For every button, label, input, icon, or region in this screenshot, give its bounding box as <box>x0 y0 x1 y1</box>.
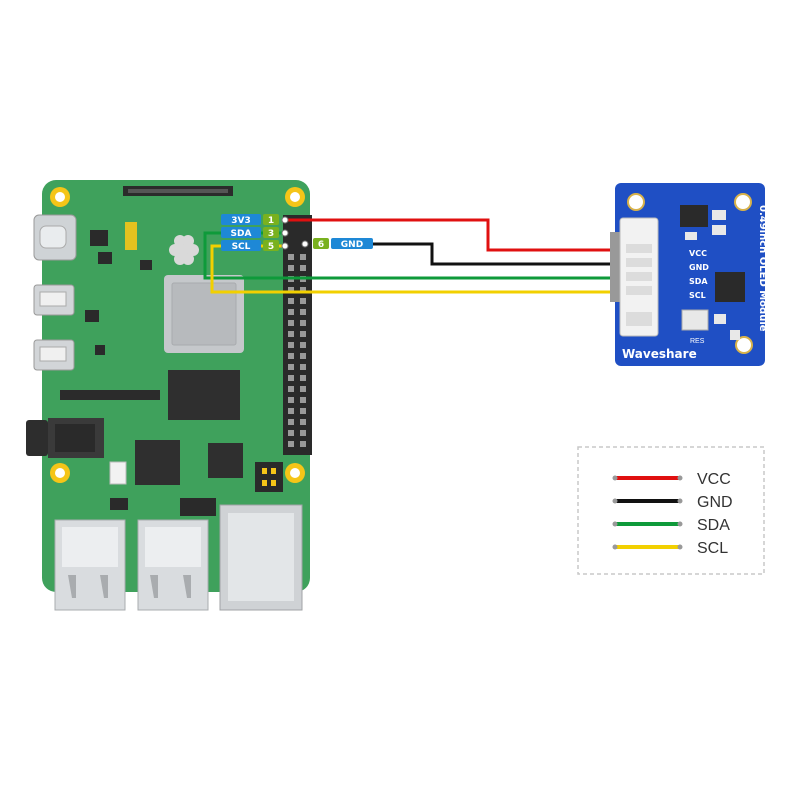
gpio-pin <box>300 441 306 447</box>
svg-text:SCL: SCL <box>232 242 251 252</box>
gpio-pin <box>288 408 294 414</box>
svg-text:SCL: SCL <box>697 540 728 557</box>
svg-text:SDA: SDA <box>231 229 252 239</box>
gpio-header <box>283 215 312 455</box>
gpio-pin <box>288 265 294 271</box>
svg-text:1: 1 <box>268 216 274 226</box>
gpio-pin <box>300 397 306 403</box>
wire-vcc <box>287 218 610 252</box>
pin-labels: 3V3 1 SDA 3 SCL 5 6 GND <box>221 214 373 252</box>
svg-text:5: 5 <box>268 242 274 252</box>
gpio-pin <box>288 342 294 348</box>
legend-item-sda: SDA <box>612 517 730 534</box>
gpio-pin <box>288 397 294 403</box>
svg-text:SDA: SDA <box>697 517 730 534</box>
soc-chip <box>164 275 244 353</box>
gpio-pin <box>288 353 294 359</box>
pin-label-3v3: 3V3 1 <box>221 214 289 226</box>
mounting-holes <box>50 187 305 483</box>
usb-port-2 <box>137 519 209 611</box>
gpio-pin <box>288 441 294 447</box>
ethernet-port <box>219 504 303 611</box>
svg-text:GND: GND <box>697 494 733 511</box>
gpio-pin <box>300 408 306 414</box>
gpio-pin <box>288 298 294 304</box>
raspberry-logo-icon <box>169 235 199 265</box>
gpio-pin <box>300 364 306 370</box>
wire-gnd <box>372 242 610 266</box>
gpio-pin <box>300 419 306 425</box>
module-title: 0.49inch OLED Module <box>757 205 768 332</box>
legend: VCC GND SDA SCL <box>577 446 765 575</box>
raspberry-pi-board <box>26 180 312 611</box>
usb-port-1 <box>54 519 126 611</box>
micro-hdmi-port-1 <box>33 284 75 316</box>
legend-item-scl: SCL <box>612 540 728 557</box>
gpio-pin <box>288 331 294 337</box>
module-pin-scl: SCL <box>689 291 706 300</box>
module-pin-sda: SDA <box>689 277 708 286</box>
gpio-pin <box>300 320 306 326</box>
oled-connector <box>610 217 659 337</box>
gpio-pin <box>300 265 306 271</box>
module-brand: Waveshare <box>622 347 697 361</box>
usb-c-port <box>33 214 77 261</box>
gpio-pin <box>300 287 306 293</box>
gpio-pin <box>300 298 306 304</box>
svg-text:3V3: 3V3 <box>231 216 251 226</box>
gpio-pin <box>300 309 306 315</box>
svg-text:GND: GND <box>341 240 363 250</box>
svg-text:6: 6 <box>318 240 324 250</box>
oled-module: VCC GND SDA SCL RES 0.49inch OLED Module… <box>610 183 768 366</box>
svg-text:VCC: VCC <box>697 471 731 488</box>
pin-label-gnd: 6 GND <box>301 238 373 250</box>
svg-text:3: 3 <box>268 229 274 239</box>
gpio-pin <box>288 375 294 381</box>
gpio-pin <box>288 254 294 260</box>
pin-label-sda: SDA 3 <box>221 227 289 239</box>
gpio-pin <box>300 254 306 260</box>
legend-item-vcc: VCC <box>612 471 731 488</box>
gpio-pin <box>288 309 294 315</box>
micro-hdmi-port-2 <box>33 339 75 371</box>
gpio-pin <box>300 353 306 359</box>
module-res-label: RES <box>690 338 705 345</box>
gpio-pin <box>288 430 294 436</box>
module-pin-vcc: VCC <box>689 249 707 258</box>
gpio-pin <box>288 320 294 326</box>
gpio-pin <box>300 375 306 381</box>
gpio-pin <box>300 386 306 392</box>
pin-label-scl: SCL 5 <box>221 240 289 252</box>
gpio-pin <box>288 364 294 370</box>
gpio-pin <box>300 430 306 436</box>
module-pin-gnd: GND <box>689 263 709 272</box>
gpio-pin <box>288 287 294 293</box>
audio-jack <box>26 418 104 458</box>
gpio-pin <box>288 419 294 425</box>
gpio-pin <box>300 331 306 337</box>
gpio-pin <box>288 386 294 392</box>
legend-item-gnd: GND <box>612 494 733 511</box>
gpio-pin <box>300 342 306 348</box>
